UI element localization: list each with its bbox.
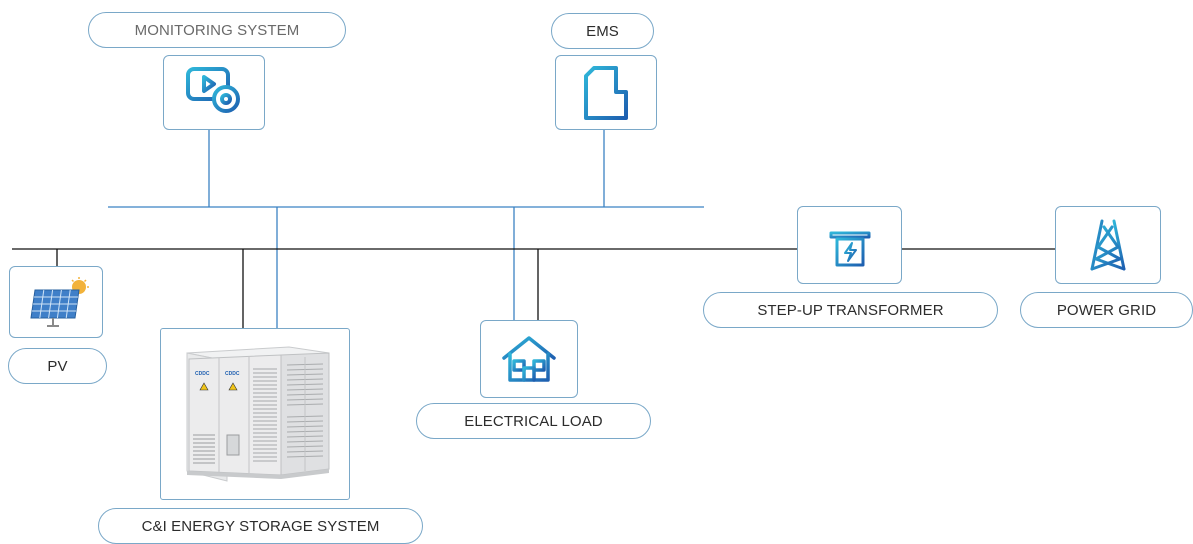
grid-box[interactable] [1055,206,1161,284]
ems-label: EMS [551,13,654,49]
storage-label: C&I ENERGY STORAGE SYSTEM [98,508,423,544]
cabinet-brand-left: CDDC [195,371,210,377]
load-box[interactable] [480,320,578,398]
transformer-box[interactable] [797,206,902,284]
monitoring-system-label: MONITORING SYSTEM [88,12,346,48]
power-lines [12,248,1055,328]
storage-box[interactable]: CDDC CDDC [160,328,350,500]
pv-box[interactable] [9,266,103,338]
load-label: ELECTRICAL LOAD [416,403,651,439]
monitoring-system-box[interactable] [163,55,265,130]
grid-label: POWER GRID [1020,292,1193,328]
solar-panel-icon [30,277,89,327]
transformer-label: STEP-UP TRANSFORMER [703,292,998,328]
monitor-camera-icon [186,66,240,117]
pv-label: PV [8,348,107,384]
communication-lines [108,130,704,328]
house-icon [502,336,556,382]
cabinet-brand-right: CDDC [225,371,240,377]
storage-cabinet-image: CDDC CDDC [186,346,330,482]
sd-card-icon [584,65,628,120]
transformer-icon [827,218,872,269]
ems-box[interactable] [555,55,657,130]
transmission-tower-icon [1086,219,1130,271]
